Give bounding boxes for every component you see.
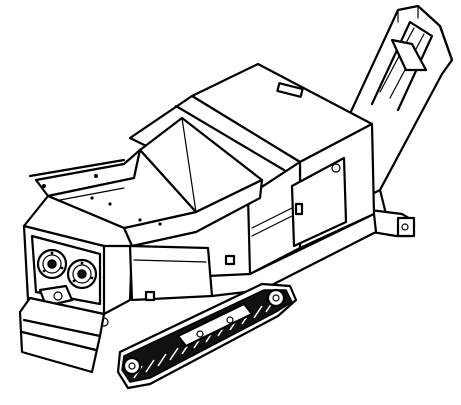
door-handle (294, 202, 304, 216)
roof-hatch (276, 82, 304, 98)
side-bolt-plate-2 (224, 254, 236, 266)
rotor-hub-left-icon (36, 248, 68, 280)
door-latch-icon (331, 163, 341, 173)
idler-wheel-icon (122, 356, 142, 376)
infeed-hopper (28, 148, 264, 248)
side-bolt-plate (144, 290, 156, 302)
rotor-hub-right-icon (66, 258, 98, 290)
crawler-track (116, 282, 298, 390)
conveyor-head-box (390, 38, 428, 72)
front-blade (18, 296, 106, 374)
conveyor-pivot-block (396, 216, 416, 238)
drive-sprocket-icon (266, 288, 286, 308)
track-side-frame (176, 302, 254, 348)
lower-side-panel (128, 244, 214, 302)
main-body (128, 62, 378, 298)
access-door (290, 156, 348, 248)
